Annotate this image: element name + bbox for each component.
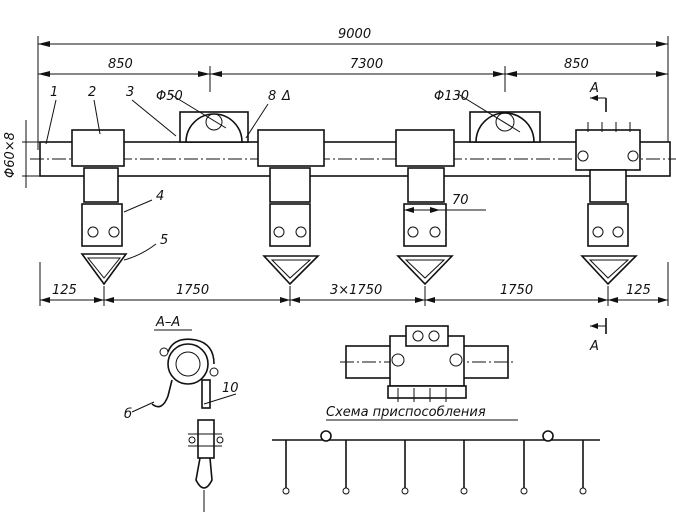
callout-3: 3 <box>126 85 134 100</box>
dim-125-right: 125 <box>626 283 651 298</box>
dim-drum-small: Φ50 <box>156 89 183 104</box>
section-marker-bottom: A <box>589 318 607 354</box>
dim-slot: 10 <box>222 381 239 396</box>
scheme-title: Схема приспособления <box>326 405 486 420</box>
callout-2: 2 <box>88 85 96 100</box>
pipe-diameter-dim: Φ60×8 <box>3 120 40 188</box>
dim-9000: 9000 <box>338 27 371 42</box>
dim-1750-a: 1750 <box>176 283 209 298</box>
dim-weld: 8 <box>268 89 276 104</box>
pipe <box>30 141 676 177</box>
callouts: 1 2 3 4 5 <box>45 85 177 261</box>
callout-5: 5 <box>160 233 168 248</box>
dim-125-left: 125 <box>52 283 77 298</box>
hanger-3 <box>395 129 455 286</box>
dim-drum-large: Φ130 <box>434 89 469 104</box>
section-aa: A–A 10 б <box>124 315 239 512</box>
marker-a-top: A <box>589 81 599 96</box>
dim-850-right: 850 <box>564 57 589 72</box>
hanger-2 <box>257 129 325 286</box>
drum-left: Φ50 8 Δ <box>156 89 291 143</box>
callout-4: 4 <box>156 189 164 204</box>
callout-1: 1 <box>50 85 58 100</box>
svg-text:Δ: Δ <box>281 89 291 104</box>
section-marker-top: A <box>589 81 607 112</box>
clamp-detail <box>340 325 514 402</box>
section-title: A–A <box>155 315 180 330</box>
dim-70: 70 <box>452 193 469 208</box>
drum-right: Φ130 <box>434 89 541 143</box>
marker-a-bottom: A <box>589 339 599 354</box>
hanger-4 <box>575 122 641 286</box>
callout-6: б <box>124 407 132 422</box>
dimension-overall: 9000 <box>37 27 669 150</box>
dim-pipe: Φ60×8 <box>3 132 18 178</box>
dim-7300: 7300 <box>350 57 383 72</box>
scheme: Схема приспособления <box>272 405 600 495</box>
dim-850-left: 850 <box>108 57 133 72</box>
hanger-1 <box>71 129 128 286</box>
dimension-70: 70 <box>404 193 486 213</box>
dimension-pitch: 125 1750 3×1750 1750 125 <box>39 262 669 306</box>
dimension-segments: 850 7300 850 <box>38 57 668 92</box>
dim-3x1750: 3×1750 <box>330 283 382 298</box>
dim-1750-b: 1750 <box>500 283 533 298</box>
